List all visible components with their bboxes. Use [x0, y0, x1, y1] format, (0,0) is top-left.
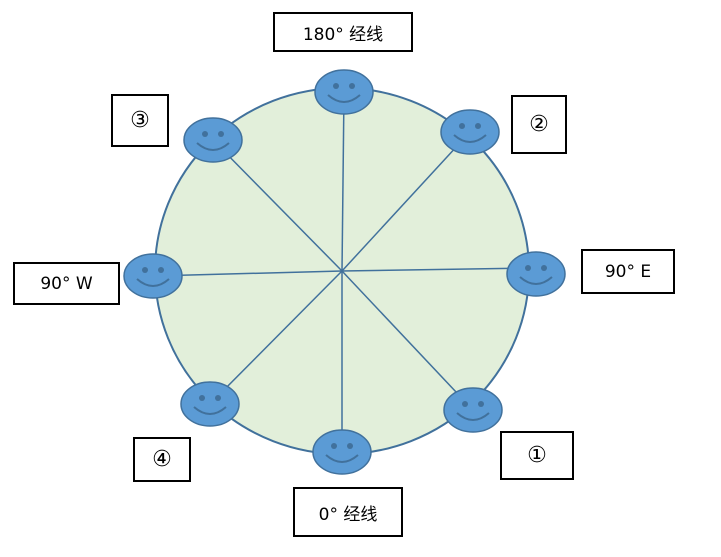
label-90-east: 90° E [581, 249, 675, 294]
label-position-4: ④ [133, 437, 191, 482]
meridian-line-west [152, 270, 343, 277]
label-position-1: ① [500, 431, 574, 480]
meridian-line-2 [341, 131, 471, 272]
meridian-line-east [341, 267, 537, 272]
meridian-line-top [341, 91, 345, 272]
smiley-face-icon-3 [183, 117, 243, 163]
smiley-face-icon-bottom [312, 429, 372, 475]
smiley-face-icon-top [314, 69, 374, 115]
smiley-face-icon-1 [443, 387, 503, 433]
smiley-face-icon-4 [180, 381, 240, 427]
smiley-face-icon-2 [440, 109, 500, 155]
smiley-face-icon-west [123, 253, 183, 299]
meridian-line-4 [209, 270, 343, 405]
meridian-line-1 [341, 270, 474, 411]
smiley-face-icon-east [506, 251, 566, 297]
label-90-west: 90° W [13, 262, 120, 305]
label-position-2: ② [511, 95, 567, 154]
label-position-3: ③ [111, 94, 169, 147]
label-180-meridian: 180° 经线 [273, 12, 413, 52]
meridian-line-3 [212, 139, 343, 272]
label-0-meridian: 0° 经线 [293, 487, 403, 537]
